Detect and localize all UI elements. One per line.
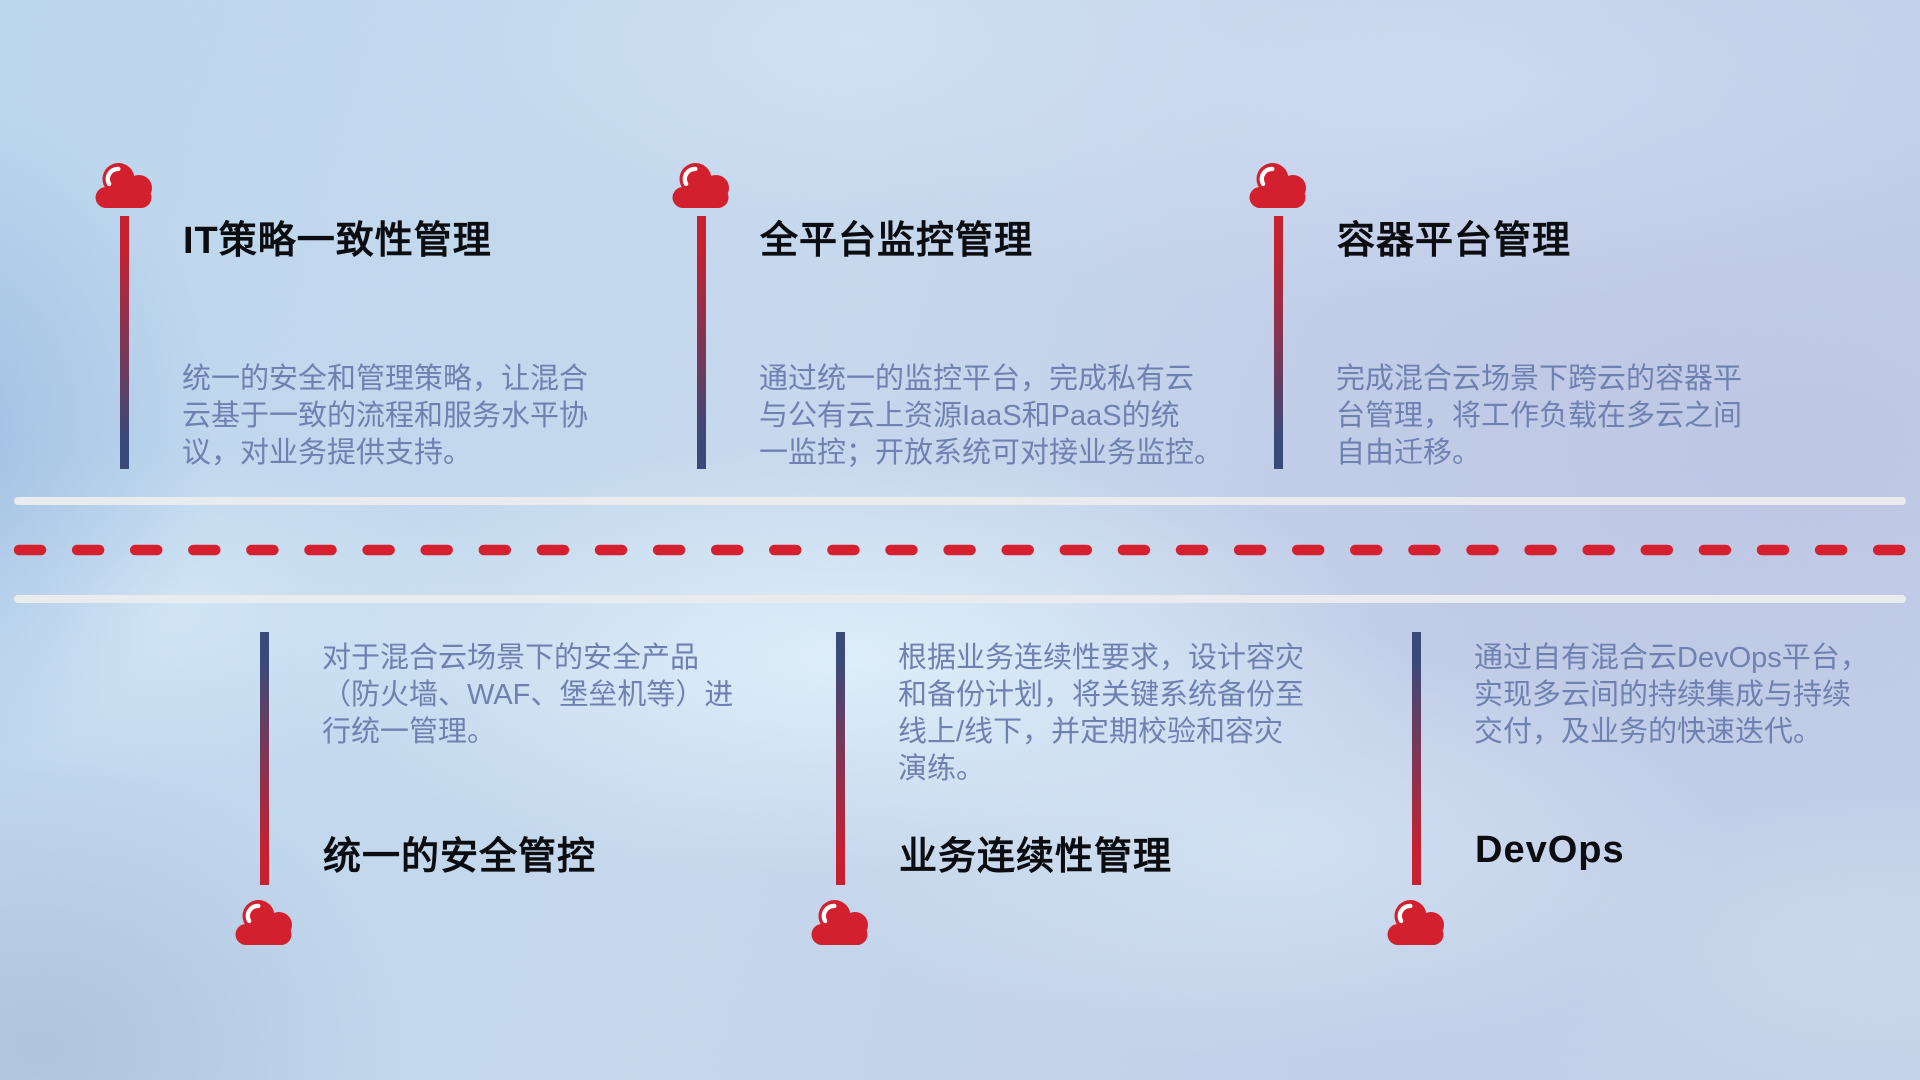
timeline-stick xyxy=(1411,632,1421,885)
cloud-icon xyxy=(95,163,152,208)
capability-item-security: 对于混合云场景下的安全产品 （防火墙、WAF、堡垒机等）进 行统一管理。 统一的… xyxy=(235,632,775,962)
cloud-icon xyxy=(672,163,729,208)
timeline-stick xyxy=(119,216,129,469)
timeline-stick xyxy=(696,216,706,469)
capability-item-container: 容器平台管理 完成混合云场景下跨云的容器平 台管理，将工作负载在多云之间 自由迁… xyxy=(1249,163,1789,493)
capability-title: 容器平台管理 xyxy=(1337,220,1572,262)
capability-title: DevOps xyxy=(1475,829,1625,871)
capability-description: 完成混合云场景下跨云的容器平 台管理，将工作负载在多云之间 自由迁移。 xyxy=(1336,363,1743,469)
capability-description: 对于混合云场景下的安全产品 （防火墙、WAF、堡垒机等）进 行统一管理。 xyxy=(322,642,734,748)
capability-title: 业务连续性管理 xyxy=(899,836,1173,878)
capability-item-it-policy: IT策略一致性管理 统一的安全和管理策略，让混合 云基于一致的流程和服务水平协 … xyxy=(95,163,635,493)
cloud-icon xyxy=(1249,163,1306,208)
divider-rule-top xyxy=(14,497,1906,505)
timeline-stick xyxy=(1273,216,1283,469)
capability-title: 统一的安全管控 xyxy=(323,836,597,878)
capability-description: 根据业务连续性要求，设计容灾 和备份计划，将关键系统备份至 线上/线下，并定期校… xyxy=(898,642,1305,785)
divider-dashed-line xyxy=(13,544,1920,556)
capability-item-monitoring: 全平台监控管理 通过统一的监控平台，完成私有云 与公有云上资源IaaS和PaaS… xyxy=(672,163,1223,493)
capability-description: 统一的安全和管理策略，让混合 云基于一致的流程和服务水平协 议，对业务提供支持。 xyxy=(182,363,589,469)
capability-title: IT策略一致性管理 xyxy=(183,220,492,262)
cloud-icon xyxy=(235,900,292,945)
cloud-icon xyxy=(1387,900,1444,945)
capability-item-devops: 通过自有混合云DevOps平台， 实现多云间的持续集成与持续 交付，及业务的快速… xyxy=(1387,632,1920,962)
timeline-stick xyxy=(835,632,845,885)
capability-title: 全平台监控管理 xyxy=(760,220,1034,262)
capability-item-continuity: 根据业务连续性要求，设计容灾 和备份计划，将关键系统备份至 线上/线下，并定期校… xyxy=(811,632,1351,962)
divider-rule-bottom xyxy=(14,595,1906,603)
cloud-icon xyxy=(811,900,868,945)
capability-description: 通过自有混合云DevOps平台， 实现多云间的持续集成与持续 交付，及业务的快速… xyxy=(1474,642,1869,748)
timeline-stick xyxy=(259,632,269,885)
capability-description: 通过统一的监控平台，完成私有云 与公有云上资源IaaS和PaaS的统 一监控；开… xyxy=(759,363,1224,469)
